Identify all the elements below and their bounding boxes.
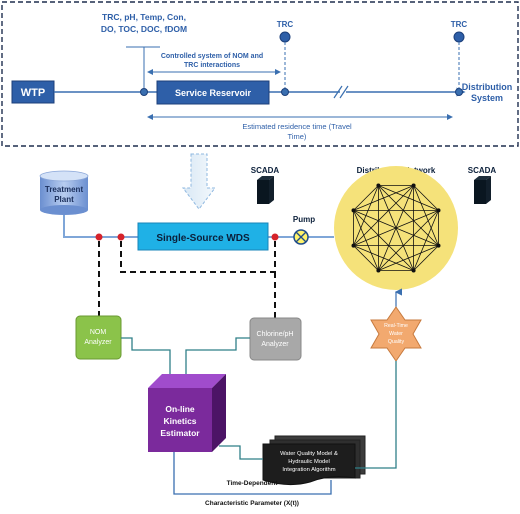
- top-pipe-break-marks-1: [333, 85, 343, 99]
- network-edge: [413, 210, 439, 271]
- sample-valve-1: [95, 233, 103, 241]
- network-edge: [378, 210, 439, 271]
- pump-label: Pump: [293, 215, 315, 224]
- network-edge: [413, 185, 439, 211]
- network-node: [351, 243, 356, 248]
- model-document-stack: [262, 435, 366, 486]
- wtp-label: WTP: [21, 87, 45, 99]
- residence-line2: Time): [288, 132, 307, 141]
- network-node: [411, 268, 416, 273]
- scada-icon-left: [257, 176, 274, 204]
- treatment-plant: [39, 170, 89, 215]
- network-node: [411, 183, 416, 188]
- time-dependent-feedback-link: [173, 452, 332, 495]
- model-line2: Hydraulic Model: [288, 459, 330, 465]
- treatment-line2: Plant: [54, 195, 74, 204]
- time-dep-line1: Time-Dependent: [227, 480, 279, 487]
- nom-analyzer-box: [75, 315, 122, 360]
- distribution-line1: Distribution: [462, 82, 513, 92]
- network-node: [376, 268, 381, 273]
- network-node: [436, 243, 441, 248]
- top-pipe-break-marks-2: [339, 85, 349, 99]
- chlorine-line1: Chlorine/pH: [257, 331, 294, 338]
- scada-label-left: SCADA: [251, 166, 280, 175]
- trc-label-2: TRC: [451, 20, 468, 29]
- network-edge: [353, 185, 414, 211]
- kinetics-line3: Estimator: [160, 428, 200, 438]
- treatment-line1: Treatment: [45, 185, 84, 194]
- network-node: [436, 208, 441, 213]
- trc-marker-1: [279, 31, 291, 43]
- distribution-network-mesh: [351, 183, 441, 273]
- scada-icon-right: [474, 176, 491, 204]
- nom-line2: Analyzer: [84, 339, 112, 346]
- single-source-wds-box: [137, 222, 269, 251]
- rtwq-line3: Quality: [388, 339, 405, 345]
- service-reservoir-label: Service Reservoir: [175, 88, 252, 98]
- single-source-wds-label: Single-Source WDS: [156, 233, 250, 244]
- rtwq-line2: Water: [389, 331, 403, 337]
- scada-label-right: SCADA: [468, 166, 497, 175]
- network-edge: [353, 185, 379, 246]
- model-line1: Water Quality Model &: [280, 451, 338, 457]
- kinetics-line2: Kinetics: [163, 416, 196, 426]
- kinetics-line1: On-line: [165, 404, 195, 414]
- network-edge: [378, 185, 439, 211]
- network-edge: [353, 245, 379, 271]
- nom-to-kinetics-link: [121, 337, 171, 388]
- network-edge: [353, 210, 439, 246]
- trc-marker-2: [453, 31, 465, 43]
- chlorine-to-kinetics-link: [185, 337, 250, 388]
- distribution-line2: System: [471, 93, 503, 103]
- rtwq-line1: Real-Time: [384, 323, 408, 329]
- nom-line1: NOM: [90, 329, 107, 336]
- controlled-line1: Controlled system of NOM and: [161, 53, 263, 60]
- params-line1: TRC, pH, Temp, Con,: [102, 12, 186, 22]
- down-flow-arrow: [181, 153, 217, 210]
- chlorine-line2: Analyzer: [261, 341, 289, 348]
- plant-outlet-pipe: [63, 215, 138, 238]
- residence-line1: Estimated residence time (Travel: [242, 122, 352, 131]
- kinetics-estimator-cube: [148, 374, 226, 452]
- sample-valve-3: [271, 233, 279, 241]
- model-line3: Integration Algorithm: [282, 467, 335, 473]
- chlorine-analyzer-box: [249, 317, 302, 361]
- service-reservoir-box: [156, 80, 270, 105]
- sensor-node-2: [281, 88, 289, 96]
- quality-to-model-link: [355, 361, 397, 469]
- network-edge: [353, 185, 379, 211]
- top-panel-border: [1, 1, 519, 147]
- network-node: [376, 183, 381, 188]
- network-edge: [413, 245, 439, 271]
- sensor-node-3: [455, 88, 463, 96]
- trc-label-1: TRC: [277, 20, 294, 29]
- params-line2: DO, TOC, DOC, fDOM: [101, 24, 187, 34]
- kinetics-to-model-link: [219, 445, 263, 460]
- controlled-line2: TRC interactions: [184, 62, 240, 69]
- sensor-node-1: [140, 88, 148, 96]
- time-dep-line2: Characteristic Parameter (X(t)): [205, 500, 299, 507]
- network-node: [351, 208, 356, 213]
- chlorine-sample-line: [120, 241, 276, 273]
- sample-valve-2: [117, 233, 125, 241]
